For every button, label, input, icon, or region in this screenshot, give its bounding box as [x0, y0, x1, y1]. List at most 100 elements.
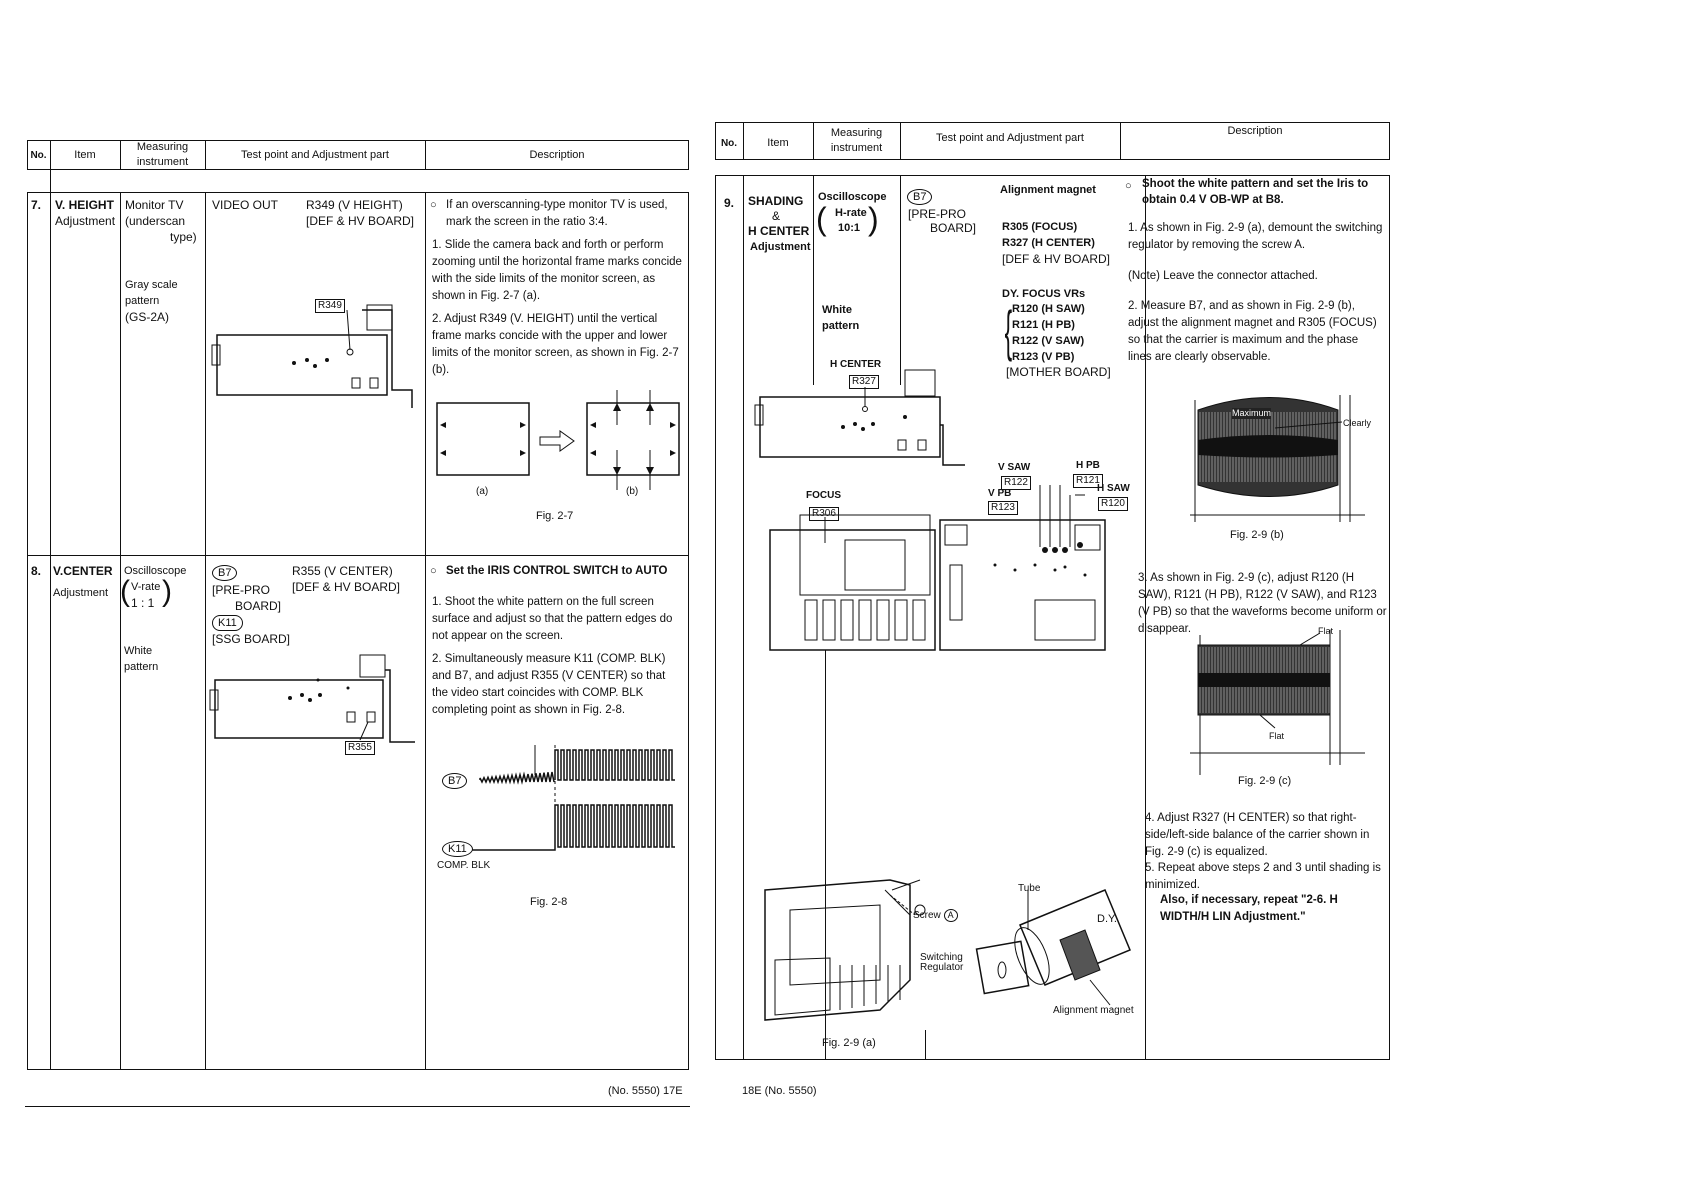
desc-step-3: 3. As shown in Fig. 2-9 (c), adjust R120… [1138, 572, 1387, 635]
label-r123: R123 [988, 498, 1018, 515]
bullet-icon: ○ [430, 199, 437, 211]
header-no: No. [720, 138, 738, 149]
tp-dy-focus: DY. FOCUS VRs [1002, 288, 1086, 300]
board-name: [DEF & HV BOARD] [292, 580, 401, 594]
label-v-saw: V SAW [998, 462, 1031, 473]
item-name-3: H CENTER [748, 224, 810, 238]
board-name: [DEF & HV BOARD] [306, 214, 415, 228]
wave-b7-label: B7 [442, 772, 468, 789]
header-no: No. [30, 150, 47, 161]
desc-step-1: 1. As shown in Fig. 2-9 (a), demount the… [1128, 222, 1383, 251]
tp-r327: R327 (H CENTER) [1002, 237, 1095, 249]
figure-caption: Fig. 2-8 [530, 896, 568, 908]
item-name-2: Adjustment [53, 587, 109, 599]
desc-step-2: 2. Simultaneously measure K11 (COMP. BLK… [432, 653, 666, 716]
figure-caption-b: Fig. 2-9 (b) [1230, 529, 1284, 541]
desc-step-2: 2. Adjust R349 (V. HEIGHT) until the ver… [432, 313, 679, 376]
paren-close: ) [868, 201, 879, 237]
pattern-name: White [822, 304, 852, 316]
instrument-rate: V-rate [131, 581, 161, 593]
pattern-name-2: pattern [822, 320, 860, 332]
figure-2-8-waveforms [472, 745, 675, 851]
bullet-icon: ○ [430, 565, 437, 577]
page-footer: 18E (No. 5550) [742, 1085, 817, 1097]
desc-intro: Set the IRIS CONTROL SWITCH to AUTO [446, 565, 668, 577]
instrument: Oscilloscope [124, 565, 187, 577]
figure-2-7 [436, 390, 680, 490]
label-flat-bottom: Flat [1269, 731, 1285, 741]
instrument-ratio: 10:1 [838, 222, 861, 234]
item-name: V.CENTER [53, 564, 113, 578]
header-test-point: Test point and Adjustment part [241, 149, 389, 161]
tp-r305: R305 (FOCUS) [1002, 221, 1078, 233]
diagram-label: R355 [345, 738, 375, 755]
desc-intro: Shoot the white pattern and set the Iris… [1142, 178, 1369, 206]
label-clearly: Clearly [1343, 418, 1372, 428]
pattern-name: Gray scale [125, 279, 178, 291]
description: Set the IRIS CONTROL SWITCH to AUTO 1. S… [432, 563, 682, 725]
brace: { [1004, 299, 1013, 362]
header-measuring: Measuring instrument [136, 141, 189, 168]
tp-r120: R120 (H SAW) [1012, 303, 1085, 315]
right-body-table [715, 175, 1390, 1060]
instrument-2: (underscan [125, 214, 186, 228]
test-point-k11: K11 [212, 614, 243, 631]
board-prepro-2: BOARD] [235, 599, 282, 613]
instrument-ratio: 1 : 1 [131, 596, 155, 610]
board-prepro: [PRE-PRO [908, 207, 967, 221]
page-footer: (No. 5550) 17E [608, 1085, 683, 1097]
description: If an overscanning-type monitor TV is us… [432, 197, 682, 379]
label-screw: Screw A [913, 908, 958, 924]
figure-2-9b [1190, 395, 1365, 522]
header-item: Item [74, 149, 96, 161]
desc-step-5b: Also, if necessary, repeat "2-6. H WIDTH… [1160, 894, 1338, 923]
label-alignment-magnet: Alignment magnet [1053, 1005, 1134, 1016]
mother-board-diagram [769, 485, 1106, 651]
board-prepro: [PRE-PRO [212, 583, 271, 597]
fig-b-label: (b) [626, 486, 639, 497]
fig-a-label: (a) [476, 486, 489, 497]
instrument: Oscilloscope [818, 191, 887, 203]
label-h-saw: H SAW [1097, 483, 1130, 494]
wave-comp-label: COMP. BLK [437, 860, 491, 871]
label-maximum: Maximum [1232, 408, 1272, 419]
desc-step-1: 1. Slide the camera back and forth or pe… [432, 239, 682, 302]
paren-open: ( [120, 575, 130, 608]
board-diagram [754, 369, 965, 466]
desc-step-4: 4. Adjust R327 (H CENTER) so that right-… [1145, 812, 1370, 858]
paren-close: ) [162, 575, 172, 608]
header-description: Description [529, 149, 585, 161]
test-point-b7: B7 [907, 188, 933, 205]
label-dy: D.Y. [1097, 913, 1117, 925]
label-r122: R122 [1001, 473, 1031, 490]
label-regulator: Regulator [920, 962, 964, 973]
board-diagram [209, 654, 415, 743]
pattern-name-2: pattern [124, 661, 159, 673]
header-item: Item [767, 137, 789, 149]
board-diagram [211, 304, 413, 408]
label-v-pb: V PB [988, 488, 1012, 499]
row-number: 7. [31, 198, 42, 212]
tp-r123: R123 (V PB) [1012, 351, 1075, 363]
label-tube: Tube [1018, 883, 1041, 894]
desc-step-5: 5. Repeat above steps 2 and 3 until shad… [1145, 862, 1381, 891]
item-name: V. HEIGHT [55, 198, 114, 212]
label-h-center: H CENTER [830, 359, 882, 370]
tp-r122: R122 (V SAW) [1012, 335, 1085, 347]
pattern-name-2: pattern [125, 295, 160, 307]
pattern-code: (GS-2A) [125, 310, 170, 324]
paren-open: ( [816, 201, 827, 237]
label-r120: R120 [1098, 494, 1128, 511]
tp-r121: R121 (H PB) [1012, 319, 1075, 331]
right-header-row [715, 122, 1390, 160]
item-name-4: Adjustment [750, 241, 811, 253]
left-body-table [27, 192, 689, 1070]
desc-step-2: 2. Measure B7, and as shown in Fig. 2-9 … [1128, 300, 1377, 363]
wave-k11-label: K11 [442, 840, 473, 857]
figure-2-9a-drawing [764, 879, 1131, 1021]
screw-a-icon: A [943, 909, 958, 922]
figure-caption-a: Fig. 2-9 (a) [822, 1037, 876, 1049]
figure-caption: Fig. 2-7 [536, 510, 574, 522]
tp-def-board: [DEF & HV BOARD] [1002, 252, 1111, 266]
figure-caption-c: Fig. 2-9 (c) [1238, 775, 1292, 787]
